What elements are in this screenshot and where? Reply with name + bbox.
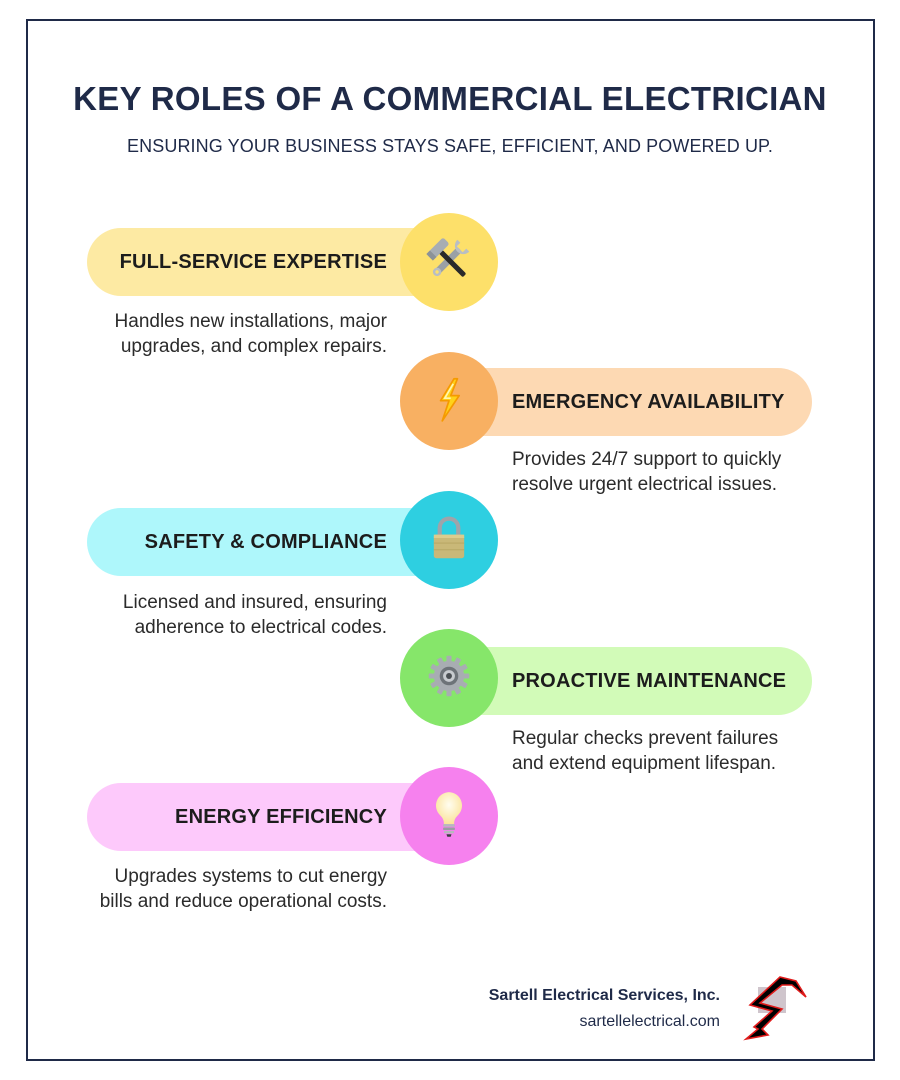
role-description: Provides 24/7 support to quickly resolve…: [512, 449, 782, 495]
company-name: Sartell Electrical Services, Inc.: [488, 987, 720, 1004]
hammer-and-wrench-icon: [422, 233, 476, 292]
role-title: EMERGENCY AVAILABILITY: [512, 390, 785, 413]
lightning-bolt-logo-icon: [742, 975, 808, 1043]
lightning-bolt-icon: [422, 372, 476, 431]
role-title: ENERGY EFFICIENCY: [175, 805, 387, 828]
role-icon-circle: [400, 213, 498, 311]
page-title: KEY ROLES OF A COMMERCIAL ELECTRICIAN: [73, 80, 827, 117]
gear-icon: [422, 649, 476, 708]
role-description: Regular checks prevent failures and exte…: [512, 728, 779, 774]
role-pill-full-service: FULL-SERVICE EXPERTISE: [87, 228, 467, 296]
role-description: Upgrades systems to cut energy bills and…: [99, 866, 387, 912]
role-icon-circle: [400, 352, 498, 450]
role-title: FULL-SERVICE EXPERTISE: [119, 250, 387, 273]
role-title: SAFETY & COMPLIANCE: [144, 530, 387, 553]
padlock-icon: [422, 511, 476, 570]
role-icon-circle: [400, 629, 498, 727]
role-description: Licensed and insured, ensuring adherence…: [122, 592, 387, 638]
light-bulb-icon: [422, 787, 476, 846]
company-website-link[interactable]: sartellelectrical.com: [579, 1013, 720, 1030]
role-title: PROACTIVE MAINTENANCE: [512, 669, 787, 692]
role-description: Handles new installations, major upgrade…: [114, 311, 387, 357]
page-subtitle: ENSURING YOUR BUSINESS STAYS SAFE, EFFIC…: [127, 136, 773, 156]
role-icon-circle: [400, 491, 498, 589]
role-icon-circle: [400, 767, 498, 865]
